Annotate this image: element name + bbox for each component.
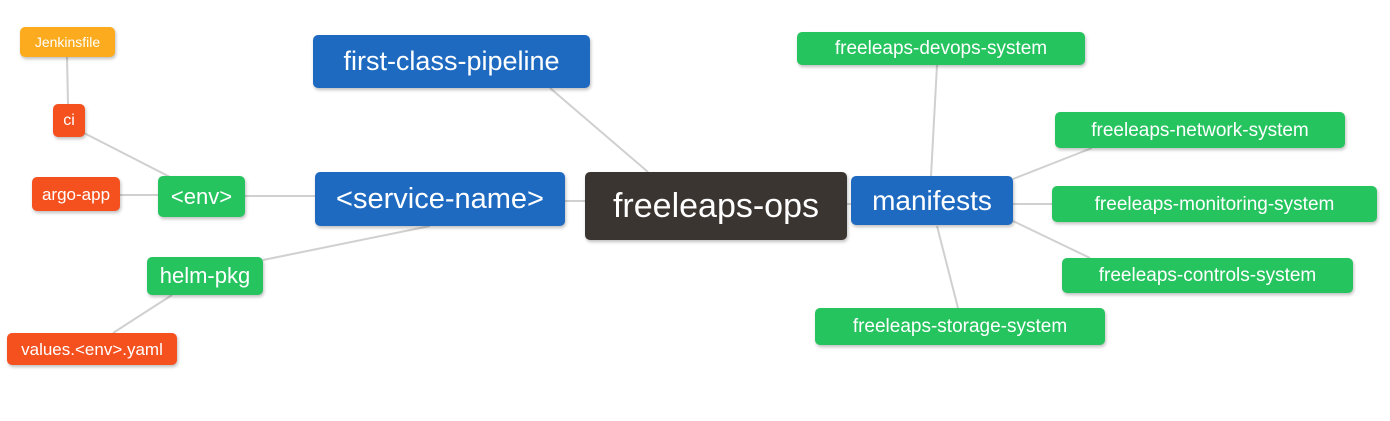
node-freeleaps-controls-system-label: freeleaps-controls-system [1098, 265, 1317, 286]
node-freeleaps-monitoring-system[interactable]: freeleaps-monitoring-system [1052, 186, 1377, 222]
node-first-class-pipeline-label: first-class-pipeline [343, 46, 560, 76]
node-freeleaps-controls-system[interactable]: freeleaps-controls-system [1062, 258, 1353, 293]
node-service-name-label: <service-name> [336, 182, 544, 215]
edge-first-class-pipeline-to-freeleaps-ops [549, 87, 649, 173]
node-jenkinsfile-label: Jenkinsfile [34, 34, 101, 50]
edge-manifests-to-controls-system [1012, 220, 1091, 259]
node-argo-app-label: argo-app [41, 184, 111, 204]
node-freeleaps-ops-label: freeleaps-ops [612, 187, 819, 225]
node-argo-app[interactable]: argo-app [32, 177, 120, 211]
edge-manifests-to-network-system [1012, 147, 1093, 180]
node-ci[interactable]: ci [53, 104, 85, 137]
node-values-env-yaml-label: values.<env>.yaml [21, 339, 163, 359]
node-manifests-label: manifests [872, 184, 992, 216]
node-freeleaps-devops-system-label: freeleaps-devops-system [834, 38, 1048, 59]
node-helm-pkg[interactable]: helm-pkg [147, 257, 263, 295]
edge-ci-to-env [81, 131, 171, 178]
edge-values-env-yaml-to-helm-pkg [112, 294, 173, 334]
node-ci-label: ci [63, 111, 75, 129]
node-manifests[interactable]: manifests [851, 176, 1013, 225]
node-freeleaps-network-system-label: freeleaps-network-system [1091, 119, 1309, 141]
node-service-name[interactable]: <service-name> [315, 172, 565, 226]
edge-manifests-to-devops-system [930, 64, 938, 177]
node-freeleaps-ops-root[interactable]: freeleaps-ops [585, 172, 847, 240]
node-jenkinsfile[interactable]: Jenkinsfile [20, 27, 115, 57]
node-first-class-pipeline[interactable]: first-class-pipeline [313, 35, 590, 88]
edge-jenkinsfile-to-ci [66, 56, 69, 105]
node-values-env-yaml[interactable]: values.<env>.yaml [7, 333, 177, 365]
node-freeleaps-devops-system[interactable]: freeleaps-devops-system [797, 32, 1085, 65]
node-freeleaps-network-system[interactable]: freeleaps-network-system [1055, 112, 1345, 148]
node-freeleaps-monitoring-system-label: freeleaps-monitoring-system [1094, 193, 1335, 215]
node-env[interactable]: <env> [158, 176, 245, 217]
node-freeleaps-storage-system-label: freeleaps-storage-system [852, 316, 1068, 337]
node-env-label: <env> [170, 183, 233, 209]
node-freeleaps-storage-system[interactable]: freeleaps-storage-system [815, 308, 1105, 345]
edge-helm-pkg-to-service-name [262, 225, 431, 261]
edge-manifests-to-storage-system [936, 225, 959, 309]
node-helm-pkg-label: helm-pkg [159, 263, 251, 288]
